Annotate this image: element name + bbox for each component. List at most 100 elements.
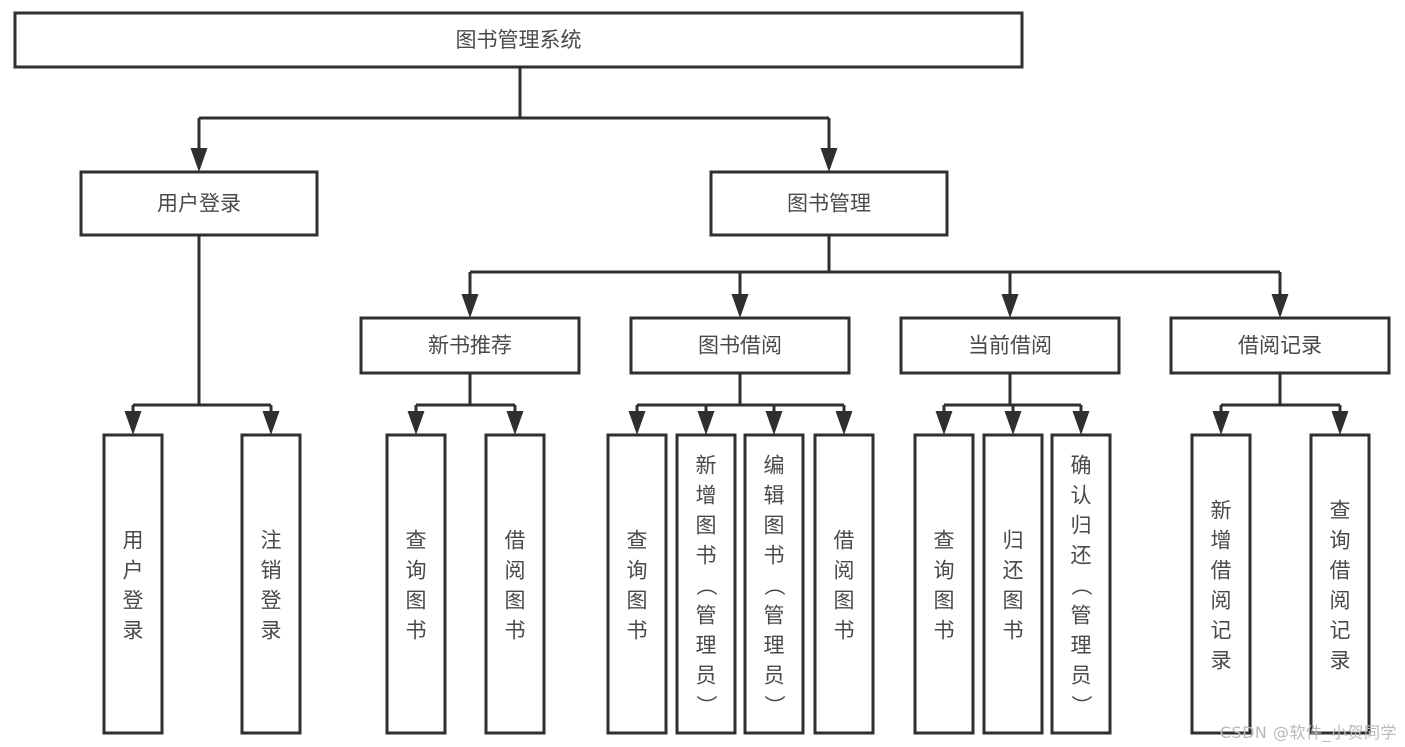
- node-label-char: 还: [1071, 543, 1092, 567]
- node-label-char: 书: [505, 618, 526, 642]
- connector-layer: [124, 67, 1349, 435]
- node-user-login[interactable]: 用户登录: [79, 170, 319, 237]
- node-label-char: 录: [123, 618, 144, 642]
- node-label-char: 录: [261, 618, 282, 642]
- node-label-char: 理: [1071, 633, 1092, 657]
- node-label: 新书推荐: [428, 334, 512, 358]
- connector-group: [935, 373, 1090, 435]
- node-label-char: （: [762, 575, 786, 596]
- connector-group: [461, 235, 1289, 318]
- connector-group: [407, 373, 524, 435]
- node-label: 当前借阅: [968, 334, 1052, 358]
- node-new-book-rec[interactable]: 新书推荐: [359, 316, 581, 375]
- node-label-char: 询: [934, 558, 955, 582]
- node-label-char: ）: [762, 695, 786, 716]
- node-label-char: 认: [1071, 483, 1092, 507]
- node-label-char: 借: [505, 528, 526, 552]
- connector-group: [1212, 373, 1349, 435]
- node-label: 图书借阅: [698, 334, 782, 358]
- node-current-borrow[interactable]: 当前借阅: [899, 316, 1121, 375]
- node-book-manage[interactable]: 图书管理: [709, 170, 949, 237]
- connector-group: [628, 373, 853, 435]
- node-layer: 图书管理系统用户登录图书管理新书推荐图书借阅当前借阅借阅记录用户登录注销登录查询…: [13, 11, 1391, 735]
- node-label-char: 借: [834, 528, 855, 552]
- node-label: 借阅记录: [1238, 334, 1322, 358]
- node-label-char: 图: [764, 513, 785, 537]
- node-label-char: 还: [1003, 558, 1024, 582]
- node-label-char: 管: [764, 603, 785, 627]
- connector-group: [124, 235, 280, 435]
- node-label-char: 录: [1330, 648, 1351, 672]
- node-label-char: 书: [696, 543, 717, 567]
- node-label-char: 询: [1330, 528, 1351, 552]
- node-label-char: （: [1069, 575, 1093, 596]
- connector-group: [190, 67, 838, 172]
- node-label-char: 询: [627, 558, 648, 582]
- node-label: 图书管理: [787, 192, 871, 216]
- node-borrow-record[interactable]: 借阅记录: [1169, 316, 1391, 375]
- node-label: 图书管理系统: [456, 28, 582, 52]
- node-label-char: 理: [764, 633, 785, 657]
- node-label-char: 登: [261, 588, 282, 612]
- node-label-char: 记: [1211, 618, 1232, 642]
- node-label-char: 图: [934, 588, 955, 612]
- node-label-char: 记: [1330, 618, 1351, 642]
- node-label-char: 书: [1003, 618, 1024, 642]
- node-label-char: 员: [1071, 663, 1092, 687]
- node-label-char: 书: [834, 618, 855, 642]
- node-label-char: 用: [123, 528, 144, 552]
- node-label-char: 登: [123, 588, 144, 612]
- node-root[interactable]: 图书管理系统: [13, 11, 1024, 69]
- node-label-char: 图: [696, 513, 717, 537]
- node-label-char: 阅: [505, 558, 526, 582]
- node-label-char: 编: [764, 453, 785, 477]
- node-label-char: 查: [627, 528, 648, 552]
- node-label-char: 书: [627, 618, 648, 642]
- node-label-char: 销: [261, 558, 282, 582]
- node-label-char: 图: [505, 588, 526, 612]
- node-label-char: 借: [1211, 558, 1232, 582]
- node-label-char: 书: [406, 618, 427, 642]
- node-label-char: 书: [764, 543, 785, 567]
- node-label-char: 阅: [834, 558, 855, 582]
- node-label-char: 户: [123, 558, 144, 582]
- node-label-char: 图: [627, 588, 648, 612]
- node-label-char: ）: [694, 695, 718, 716]
- node-label-char: 阅: [1211, 588, 1232, 612]
- node-label-char: 图: [834, 588, 855, 612]
- node-label-char: 增: [1211, 528, 1232, 552]
- node-label: 用户登录: [157, 192, 241, 216]
- node-label-char: 员: [696, 663, 717, 687]
- node-label-char: 员: [764, 663, 785, 687]
- node-label-char: 录: [1211, 648, 1232, 672]
- node-label-char: 查: [934, 528, 955, 552]
- node-label-char: 查: [406, 528, 427, 552]
- node-leaf-login[interactable]: 用户登录: [102, 433, 164, 735]
- node-book-borrow[interactable]: 图书借阅: [629, 316, 851, 375]
- node-label-char: 阅: [1330, 588, 1351, 612]
- node-label-char: 新: [1211, 498, 1232, 522]
- node-label-char: 理: [696, 633, 717, 657]
- watermark-label: CSDN @软件_小贺同学: [1219, 723, 1397, 742]
- node-label-char: 图: [406, 588, 427, 612]
- node-label-char: 借: [1330, 558, 1351, 582]
- node-label-char: 增: [696, 483, 717, 507]
- node-label-char: 注: [261, 528, 282, 552]
- node-label-char: 询: [406, 558, 427, 582]
- node-label-char: 书: [934, 618, 955, 642]
- node-label-char: 归: [1003, 528, 1024, 552]
- node-label-char: 查: [1330, 498, 1351, 522]
